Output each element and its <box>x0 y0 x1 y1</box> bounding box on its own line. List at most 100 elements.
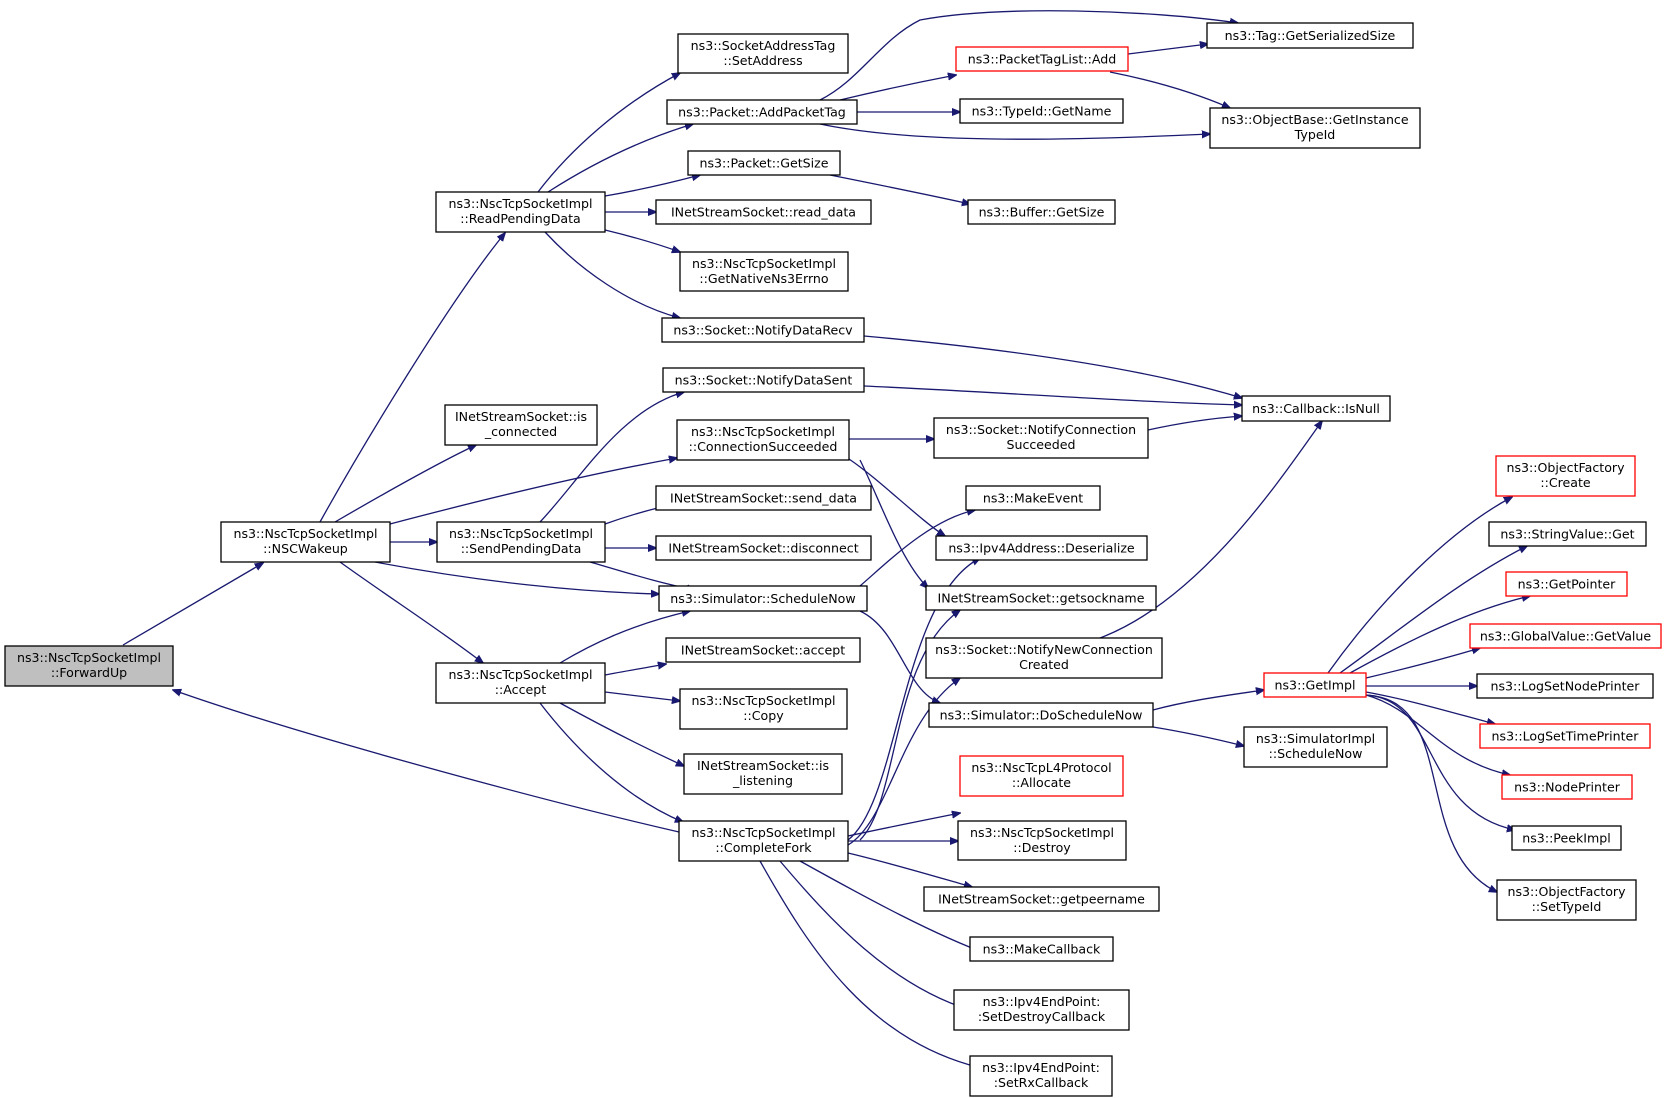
edge-nscwakeup-to-forwardup <box>122 563 263 646</box>
node-logsettimeprinter[interactable]: ns3::LogSetTimePrinter <box>1479 723 1651 749</box>
node-label-line: ns3::LogSetNodePrinter <box>1491 679 1641 694</box>
node-getsockname[interactable]: INetStreamSocket::getsockname <box>925 585 1157 611</box>
node-label-line: ns3::NscTcpL4Protocol <box>971 760 1111 775</box>
node-addpackettag[interactable]: ns3::Packet::AddPacketTag <box>666 99 858 125</box>
node-box <box>967 199 1116 225</box>
node-copy[interactable]: ns3::NscTcpSocketImpl::Copy <box>679 688 848 730</box>
node-stringvalue-get[interactable]: ns3::StringValue::Get <box>1488 521 1647 547</box>
node-read-data[interactable]: INetStreamSocket::read_data <box>655 199 872 225</box>
node-box <box>1243 726 1388 768</box>
node-box <box>677 33 849 74</box>
node-packettaglist-add[interactable]: ns3::PacketTagList::Add <box>955 46 1129 72</box>
node-label-line: _listening <box>732 773 793 788</box>
node-box <box>955 46 1129 72</box>
node-is-connected[interactable]: INetStreamSocket::is_connected <box>444 404 598 446</box>
node-objfactory-settypeid[interactable]: ns3::ObjectFactory::SetTypeId <box>1496 879 1637 921</box>
node-label-line: TypeId <box>1294 127 1336 142</box>
node-notifydatasent[interactable]: ns3::Socket::NotifyDataSent <box>662 367 865 393</box>
node-sockaddrtag[interactable]: ns3::SocketAddressTag::SetAddress <box>677 33 849 74</box>
node-box <box>678 820 849 862</box>
node-label-line: ::ConnectionSucceeded <box>689 439 838 454</box>
node-label-line: ns3::Socket::NotifyDataRecv <box>673 323 853 338</box>
node-setdestroycb[interactable]: ns3::Ipv4EndPoint::SetDestroyCallback <box>953 989 1130 1031</box>
node-setrxcb[interactable]: ns3::Ipv4EndPoint::SetRxCallback <box>969 1055 1113 1097</box>
node-label-line: ns3::NscTcpSocketImpl <box>17 650 161 665</box>
node-simimpl-schedulenow[interactable]: ns3::SimulatorImpl::ScheduleNow <box>1243 726 1388 768</box>
node-sendpending[interactable]: ns3::NscTcpSocketImpl::SendPendingData <box>436 521 606 563</box>
node-tag-getserialized[interactable]: ns3::Tag::GetSerializedSize <box>1206 22 1414 49</box>
node-ins-accept[interactable]: INetStreamSocket::accept <box>665 637 861 663</box>
node-connsucceeded[interactable]: ns3::NscTcpSocketImpl::ConnectionSucceed… <box>676 419 850 461</box>
edge-getimpl-to-nodeprinter <box>1365 694 1510 775</box>
node-label-line: ::GetNativeNs3Errno <box>699 271 829 286</box>
node-label-line: ns3::Simulator::DoScheduleNow <box>940 708 1143 723</box>
node-box <box>1476 673 1654 699</box>
node-packet-getsize[interactable]: ns3::Packet::GetSize <box>687 150 841 176</box>
node-readpending[interactable]: ns3::NscTcpSocketImpl::ReadPendingData <box>435 191 606 233</box>
node-makecallback[interactable]: ns3::MakeCallback <box>969 936 1114 962</box>
node-destroy[interactable]: ns3::NscTcpSocketImpl::Destroy <box>957 820 1127 861</box>
node-label-line: ns3::NscTcpSocketImpl <box>448 196 592 211</box>
node-completefork[interactable]: ns3::NscTcpSocketImpl::CompleteFork <box>678 820 849 862</box>
node-label-line: ::CompleteFork <box>715 840 812 855</box>
node-nodeprinter[interactable]: ns3::NodePrinter <box>1501 774 1633 800</box>
node-box <box>1496 879 1637 921</box>
node-getpeername[interactable]: INetStreamSocket::getpeername <box>923 886 1160 912</box>
node-peekimpl[interactable]: ns3::PeekImpl <box>1511 825 1622 851</box>
node-label-line: ns3::ObjectBase::GetInstance <box>1221 112 1408 127</box>
node-buffer-getsize[interactable]: ns3::Buffer::GetSize <box>967 199 1116 225</box>
node-label-line: ns3::Callback::IsNull <box>1252 401 1380 416</box>
node-notifydatarecv[interactable]: ns3::Socket::NotifyDataRecv <box>661 317 865 343</box>
node-label-line: ns3::TypeId::GetName <box>972 104 1112 119</box>
node-disconnect[interactable]: INetStreamSocket::disconnect <box>655 535 872 561</box>
node-l4-allocate[interactable]: ns3::NscTcpL4Protocol::Allocate <box>959 755 1124 797</box>
node-accept-impl[interactable]: ns3::NscTcpSocketImpl::Accept <box>435 662 606 704</box>
edge-packettaglist_add-to-tag_getserialized <box>1127 44 1208 55</box>
node-label-line: ns3::SimulatorImpl <box>1256 731 1375 746</box>
node-logsetnodeprinter[interactable]: ns3::LogSetNodePrinter <box>1476 673 1654 699</box>
node-forwardup[interactable]: ns3::NscTcpSocketImpl::ForwardUp <box>4 645 174 687</box>
node-getpointer[interactable]: ns3::GetPointer <box>1505 571 1628 597</box>
edge-readpending-to-getnativeerrno <box>604 229 680 252</box>
node-box <box>953 989 1130 1031</box>
node-schedulenow[interactable]: ns3::Simulator::ScheduleNow <box>658 585 868 612</box>
node-label-line: ::Allocate <box>1012 775 1071 790</box>
node-box <box>1501 774 1633 800</box>
node-label-line: ::SetTypeId <box>1532 899 1602 914</box>
node-label-line: :SetRxCallback <box>994 1075 1089 1090</box>
edge-completefork-to-getpeername <box>847 852 972 887</box>
node-getnativeerrno[interactable]: ns3::NscTcpSocketImpl::GetNativeNs3Errno <box>679 251 849 292</box>
node-label-line: ns3::NscTcpSocketImpl <box>233 526 377 541</box>
node-label-line: ns3::Packet::GetSize <box>699 156 828 171</box>
node-ipv4-deserialize[interactable]: ns3::Ipv4Address::Deserialize <box>935 535 1148 561</box>
edge-packettaglist_add-to-getinstancetypeid <box>1109 71 1230 108</box>
edge-doschedulenow-to-getimpl <box>1152 690 1264 711</box>
function-nodes: ns3::NscTcpSocketImpl::ForwardUpns3::Nsc… <box>4 22 1662 1097</box>
node-callback-isnull[interactable]: ns3::Callback::IsNull <box>1241 395 1391 422</box>
node-doschedulenow[interactable]: ns3::Simulator::DoScheduleNow <box>928 702 1154 728</box>
node-label-line: Succeeded <box>1006 437 1075 452</box>
node-getimpl[interactable]: ns3::GetImpl <box>1263 672 1367 698</box>
node-typeid-getname[interactable]: ns3::TypeId::GetName <box>959 98 1124 124</box>
node-label-line: ::Destroy <box>1013 840 1071 855</box>
node-label-line: ns3::Ipv4EndPoint: <box>982 1060 1100 1075</box>
node-makeevent[interactable]: ns3::MakeEvent <box>965 485 1101 511</box>
node-label-line: Created <box>1019 657 1069 672</box>
edge-nscwakeup-to-readpending <box>319 233 505 523</box>
node-is-listening[interactable]: INetStreamSocket::is_listening <box>683 753 843 795</box>
node-label-line: ns3::ObjectFactory <box>1507 884 1626 899</box>
node-objfactory-create[interactable]: ns3::ObjectFactory::Create <box>1495 455 1636 497</box>
node-globalvalue-getvalue[interactable]: ns3::GlobalValue::GetValue <box>1469 623 1662 649</box>
edge-getimpl-to-peekimpl <box>1365 694 1515 830</box>
node-label-line: ::Copy <box>743 708 784 723</box>
node-box <box>1511 825 1622 851</box>
node-label-line: INetStreamSocket::disconnect <box>668 541 858 556</box>
node-send-data[interactable]: INetStreamSocket::send_data <box>655 485 872 511</box>
node-box <box>1263 672 1367 698</box>
node-nscwakeup[interactable]: ns3::NscTcpSocketImpl::NSCWakeup <box>220 521 391 563</box>
node-label-line: ns3::NscTcpSocketImpl <box>692 256 836 271</box>
node-box <box>925 585 1157 611</box>
